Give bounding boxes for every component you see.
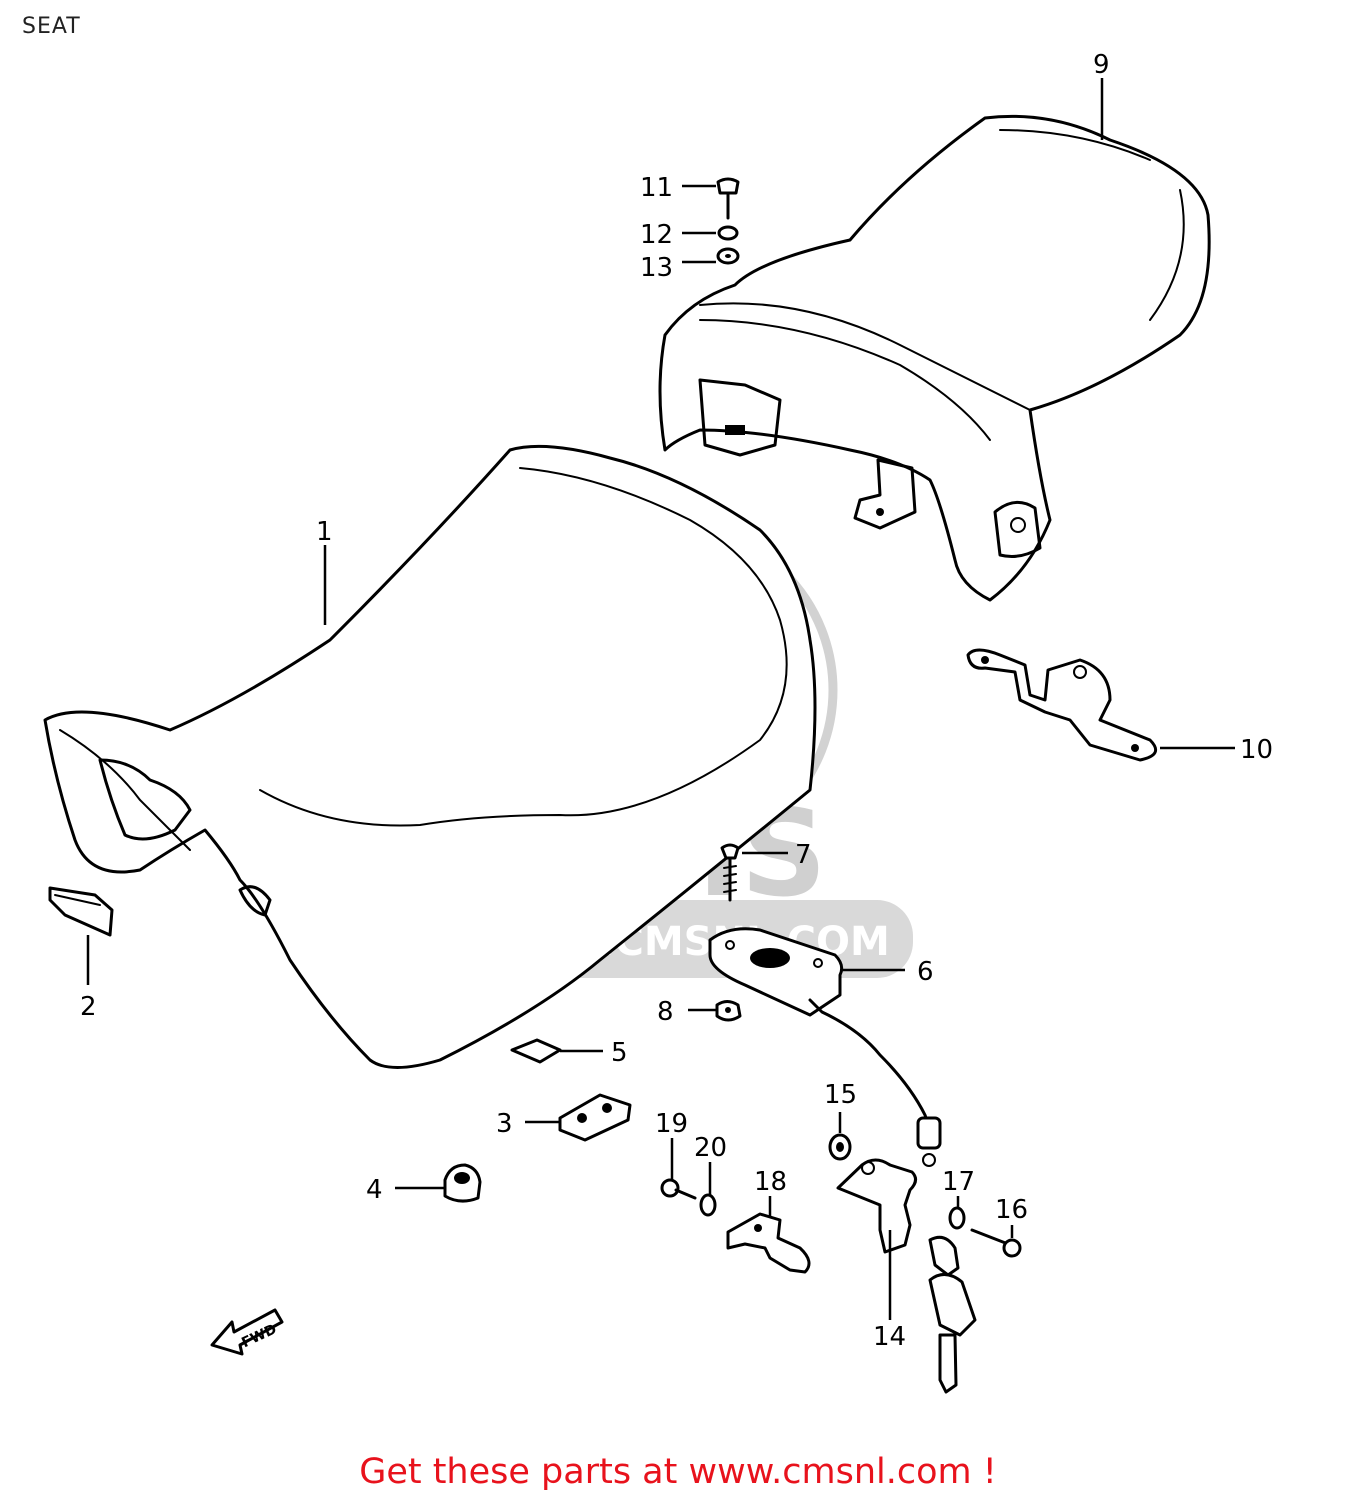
callout-10: 10 bbox=[1240, 735, 1273, 765]
callout-20: 20 bbox=[694, 1133, 727, 1163]
part-4-cushion[interactable] bbox=[443, 1163, 482, 1203]
callout-8: 8 bbox=[657, 997, 674, 1027]
callout-6: 6 bbox=[917, 957, 934, 987]
callout-12: 12 bbox=[640, 220, 673, 250]
callout-15: 15 bbox=[824, 1080, 857, 1110]
leader-lines bbox=[86, 78, 1235, 1320]
callout-13: 13 bbox=[640, 253, 673, 283]
part-11-bolt[interactable] bbox=[716, 177, 740, 220]
callout-3: 3 bbox=[496, 1109, 513, 1139]
callout-7: 7 bbox=[795, 840, 812, 870]
part-14-seat-lock[interactable] bbox=[836, 1158, 977, 1394]
callout-4: 4 bbox=[366, 1175, 383, 1205]
callout-17: 17 bbox=[942, 1167, 975, 1197]
part-20-washer[interactable] bbox=[699, 1193, 717, 1217]
callout-9: 9 bbox=[1093, 50, 1110, 80]
callout-16: 16 bbox=[995, 1195, 1028, 1225]
callout-5: 5 bbox=[611, 1038, 628, 1068]
callout-labels: 1 2 3 4 5 6 7 8 9 10 11 12 13 14 15 16 1… bbox=[80, 50, 1273, 1352]
page-title: SEAT bbox=[22, 14, 81, 39]
part-17-washer[interactable] bbox=[948, 1206, 966, 1230]
exploded-parts-diagram: CMS WWW.CMSNL.COM bbox=[43, 50, 1273, 1394]
part-10-bracket[interactable] bbox=[966, 648, 1158, 762]
part-15-washer[interactable] bbox=[828, 1133, 852, 1161]
footer-link[interactable]: Get these parts at www.cmsnl.com ! bbox=[359, 1452, 997, 1492]
part-9-rear-seat[interactable] bbox=[658, 114, 1211, 602]
part-16-screw[interactable] bbox=[970, 1228, 1022, 1258]
part-1-main-seat[interactable] bbox=[43, 444, 817, 1069]
forward-direction-arrow: FWD bbox=[210, 1308, 284, 1356]
part-3-damper[interactable] bbox=[558, 1093, 632, 1142]
part-2-cap[interactable] bbox=[48, 886, 114, 937]
part-13-washer[interactable] bbox=[716, 247, 740, 265]
part-8-nut[interactable] bbox=[715, 1000, 742, 1022]
callout-19: 19 bbox=[655, 1109, 688, 1139]
part-7-screw[interactable] bbox=[720, 843, 740, 902]
part-5-pad[interactable] bbox=[510, 1038, 562, 1064]
callout-14: 14 bbox=[873, 1322, 906, 1352]
callout-1: 1 bbox=[316, 517, 333, 547]
callout-2: 2 bbox=[80, 992, 97, 1022]
callout-18: 18 bbox=[754, 1167, 787, 1197]
part-12-washer[interactable] bbox=[717, 225, 739, 241]
part-6-lock-box[interactable] bbox=[708, 927, 942, 1167]
callout-11: 11 bbox=[640, 173, 673, 203]
part-18-plate[interactable] bbox=[726, 1212, 811, 1274]
part-19-bolt[interactable] bbox=[660, 1178, 697, 1200]
